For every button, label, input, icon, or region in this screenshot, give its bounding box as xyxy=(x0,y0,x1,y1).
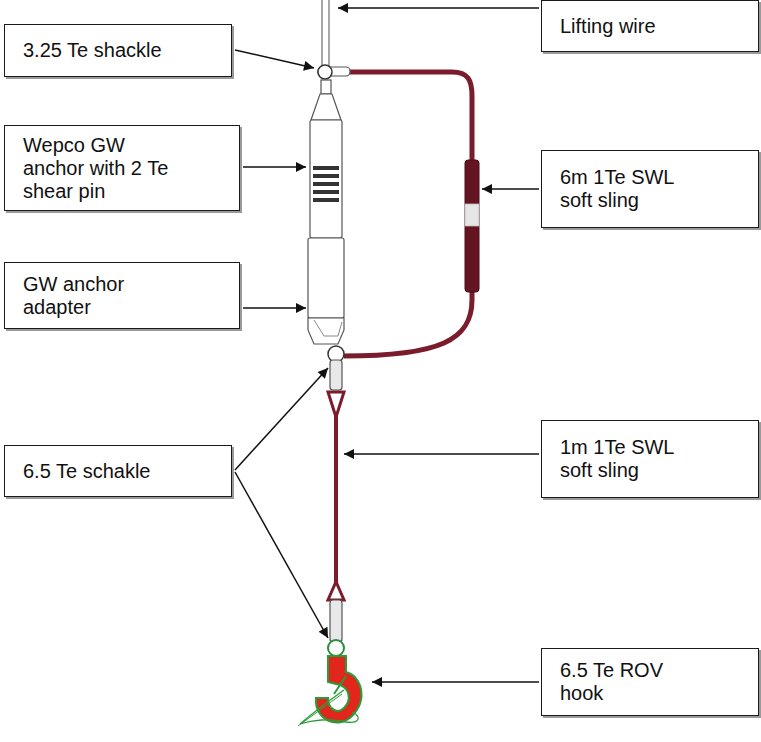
lifting-wire xyxy=(322,0,329,66)
callout-text: Lifting wire xyxy=(560,15,656,38)
callout-body: 6.5 Te schakle xyxy=(23,460,151,483)
rov-hook xyxy=(298,656,361,726)
callout-box: 6.5 Te schakle xyxy=(4,445,232,497)
callout-box: 3.25 Te shackle xyxy=(4,24,232,77)
callout-text: GW anchor adapter xyxy=(23,273,173,319)
leader-line xyxy=(338,7,539,9)
leader-lines xyxy=(235,8,539,682)
short-soft-sling xyxy=(328,392,344,600)
callout-text: 3.25 Te shackle xyxy=(23,39,162,62)
callout-box: Wepco GW anchor with 2 Te shear pin xyxy=(4,125,240,211)
callout-body: Lifting wire xyxy=(560,15,656,38)
callout-box: Lifting wire xyxy=(541,0,759,52)
lower-shackle xyxy=(328,600,344,656)
callout-body: 3.25 Te shackle xyxy=(23,39,162,62)
callout-body: 1m 1Te SWL soft sling xyxy=(560,436,700,482)
callout-text: 1m 1Te SWL soft sling xyxy=(560,436,700,482)
callout-body: 6m 1Te SWL soft sling xyxy=(560,166,700,212)
callout-text: 6m 1Te SWL soft sling xyxy=(560,166,700,212)
top-shackle xyxy=(318,65,350,79)
upper-shackle xyxy=(330,360,342,390)
callout-body: 6.5 Te ROV hook xyxy=(560,659,690,705)
callout-box: 1m 1Te SWL soft sling xyxy=(541,420,759,498)
leader-line xyxy=(372,681,539,683)
callout-body: Wepco GW anchor with 2 Te shear pin xyxy=(23,134,183,203)
leader-line xyxy=(235,368,328,470)
leader-line xyxy=(482,188,539,190)
leader-line xyxy=(243,307,306,309)
callout-box: GW anchor adapter xyxy=(4,262,240,329)
callout-box: 6.5 Te ROV hook xyxy=(541,648,759,716)
long-soft-sling xyxy=(344,72,479,356)
callout-box: 6m 1Te SWL soft sling xyxy=(541,150,759,228)
leader-line xyxy=(235,472,328,638)
anchor-adapter xyxy=(308,238,344,362)
callout-text: Wepco GW anchor with 2 Te shear pin xyxy=(23,134,183,203)
leader-line xyxy=(243,166,306,168)
gw-anchor xyxy=(310,80,342,238)
callout-text: 6.5 Te ROV hook xyxy=(560,659,690,705)
leader-line xyxy=(344,453,539,455)
callout-text: 6.5 Te schakle xyxy=(23,460,151,483)
leader-line xyxy=(235,50,314,68)
callout-body: GW anchor adapter xyxy=(23,273,173,319)
